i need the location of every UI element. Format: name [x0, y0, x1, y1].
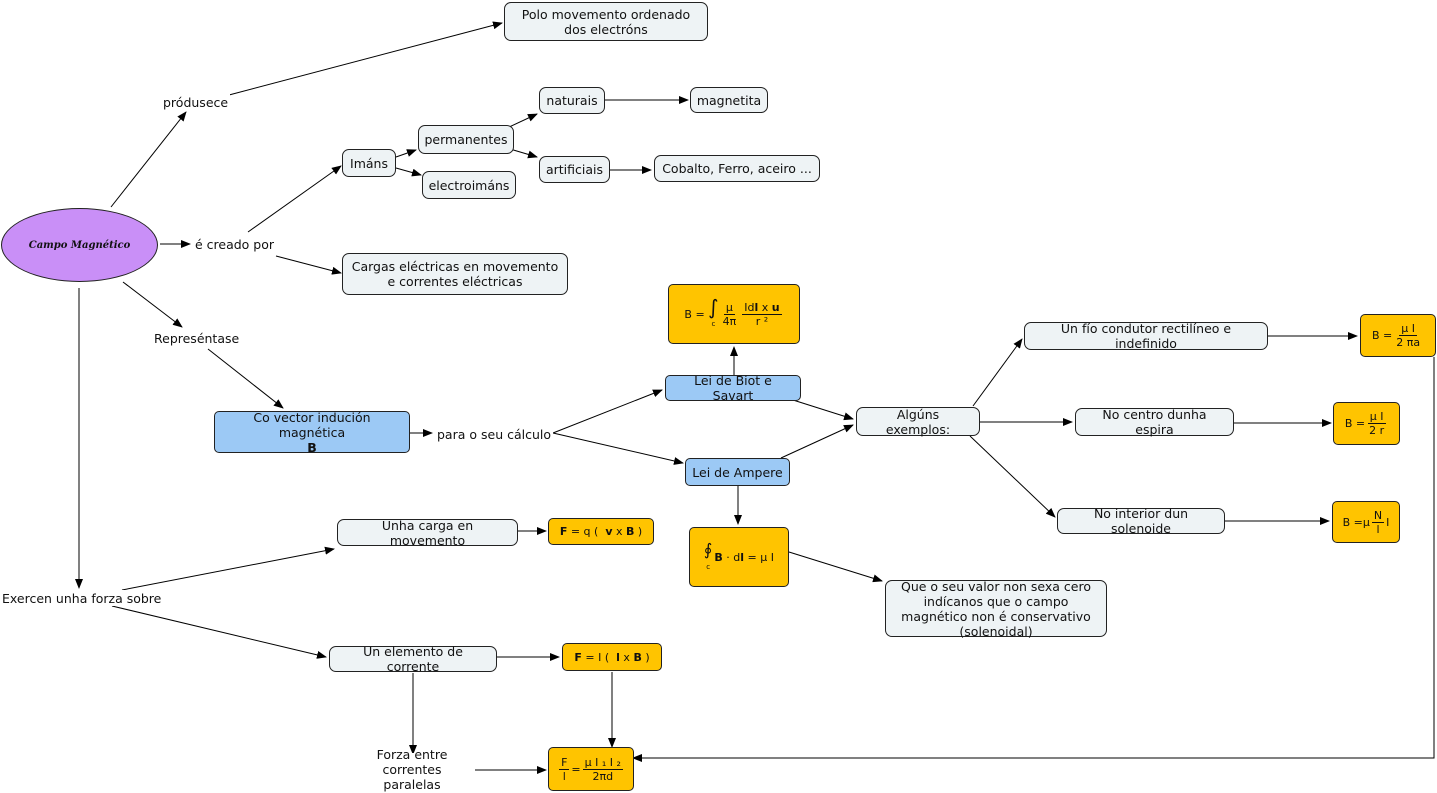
loop-lhs: B = [1344, 417, 1366, 430]
link-label-representase: Represéntase [152, 330, 242, 346]
wire-num: μ I [1399, 322, 1417, 336]
node-naturais[interactable]: naturais [539, 87, 605, 114]
biot-f2-d: u [771, 300, 780, 314]
solenoid-den: l [1376, 522, 1380, 536]
element-x: x [619, 650, 634, 664]
formula-solenoide[interactable]: B =μ N l I [1332, 501, 1400, 543]
formula-lorentz-expr: F = q ( v x B ) [560, 524, 642, 539]
vector-symbol: B [307, 439, 317, 455]
integral-sub: c [711, 319, 716, 328]
link-label-e-creado-por: é creado por [193, 236, 277, 252]
formula-solenoid-expr: B =μ N l I [1343, 509, 1390, 536]
parallel-num: μ I ₁ I ₂ [582, 755, 623, 770]
lorentz-end: ) [634, 525, 643, 538]
loop-den: 2 r [1369, 424, 1385, 437]
element-mid: = I ( [581, 650, 617, 664]
element-l: l [616, 650, 620, 664]
ampere-mid: · d [722, 550, 741, 564]
node-non-conservativo[interactable]: Que o seu valor non sexa cero indícanos … [885, 579, 1107, 639]
ampere-rhs: = μ I [744, 550, 774, 564]
node-permanentes[interactable]: permanentes [418, 125, 514, 154]
node-centro-espira[interactable]: No centro dunha espira [1075, 407, 1234, 437]
loop-num: μ I [1367, 410, 1386, 424]
node-polo-movemento[interactable]: Polo movemento ordenado dos electróns [504, 2, 708, 41]
biot-f2-b: l [754, 300, 759, 314]
solenoid-rhs: I [1386, 515, 1390, 529]
formula-centro-espira[interactable]: B = μ I 2 r [1333, 402, 1400, 445]
biot-fraction-2: Idl x u r ² [742, 300, 782, 328]
node-electroimans[interactable]: electroimáns [422, 171, 516, 199]
biot-f1-num: μ [723, 300, 735, 315]
parallel-lhs-fraction: F l [559, 755, 570, 783]
node-vector-inducion[interactable]: Co vector indución magnética B [214, 409, 410, 455]
lorentz-f: F [559, 525, 568, 538]
link-label-forza-correntes-paralelas: Forza entre correntes paralelas [351, 747, 473, 792]
parallel-lnum: F [559, 755, 570, 770]
root-node-campo-magnetico[interactable]: Campo Magnético [1, 208, 158, 282]
node-lei-ampere[interactable]: Lei de Ampere [685, 458, 790, 486]
loop-fraction: μ I 2 r [1367, 410, 1386, 437]
biot-lhs: B = [684, 307, 705, 321]
ampere-b: B [714, 550, 723, 564]
node-cobalto-ferro[interactable]: Cobalto, Ferro, aceiro ... [654, 155, 820, 182]
element-f: F [574, 650, 582, 664]
lorentz-mid: = q ( [567, 525, 606, 538]
solenoid-lhs: B =μ [1342, 515, 1370, 529]
element-b: B [633, 650, 642, 664]
link-label-para-o-seu-calculo: para o seu cálculo [435, 426, 554, 442]
node-imans[interactable]: Imáns [342, 149, 396, 177]
parallel-rhs-fraction: μ I ₁ I ₂ 2πd [582, 755, 623, 783]
biot-f2-den: r ² [755, 314, 769, 328]
vector-label: Co vector indución magnética [253, 409, 371, 440]
node-algunos-exemplos[interactable]: Algúns exemplos: [856, 407, 980, 437]
formula-loop-expr: B = μ I 2 r [1345, 410, 1388, 437]
parallel-den: 2πd [592, 769, 614, 783]
node-interior-solenoide[interactable]: No interior dun solenoide [1057, 506, 1225, 536]
ampere-l: l [740, 550, 745, 564]
biot-f2-c: x [758, 300, 772, 314]
formula-biot-savart-expr: B = ∫ c μ 4π Idl x u r ² [684, 297, 783, 332]
node-artificiais[interactable]: artificiais [539, 156, 610, 183]
contour-integral-symbol: ∮ [704, 539, 713, 559]
node-elemento-corrente[interactable]: Un elemento de corrente [329, 644, 497, 674]
formula-lorentz[interactable]: F = q ( v x B ) [548, 518, 654, 545]
node-fio-condutor[interactable]: Un fío condutor rectilíneo e indefinido [1024, 321, 1268, 351]
solenoid-fraction: N l [1371, 508, 1385, 536]
formula-biot-savart[interactable]: B = ∫ c μ 4π Idl x u r ² [668, 284, 800, 344]
parallel-eq: = [571, 762, 581, 776]
formula-fio-condutor[interactable]: B = μ I 2 πa [1360, 314, 1436, 357]
lorentz-b: B [626, 525, 635, 538]
link-label-exercen-forza: Exercen unha forza sobre [0, 590, 164, 606]
formula-parallel-expr: F l = μ I ₁ I ₂ 2πd [557, 756, 625, 783]
link-label-produsece: pródusece [161, 94, 231, 110]
biot-f2-a: Id [744, 300, 755, 314]
lorentz-x: x [612, 525, 626, 538]
biot-fraction-1: μ 4π [721, 301, 739, 328]
element-end: ) [641, 650, 650, 664]
formula-elemento-corrente[interactable]: F = I ( l x B ) [562, 643, 662, 671]
formula-wire-expr: B = μ I 2 πa [1372, 322, 1424, 349]
node-magnetita[interactable]: magnetita [690, 87, 768, 113]
formula-correntes-paralelas[interactable]: F l = μ I ₁ I ₂ 2πd [548, 747, 634, 791]
node-cargas-electricas[interactable]: Cargas eléctricas en movemento e corrent… [342, 253, 568, 295]
wire-lhs: B = [1371, 329, 1393, 342]
node-lei-biot-savart[interactable]: Lei de Biot e Savart [665, 373, 801, 403]
wire-den: 2 πa [1396, 336, 1421, 349]
lorentz-v: v [605, 525, 613, 538]
biot-f1-den: 4π [722, 314, 737, 328]
formula-ampere[interactable]: ∮ c B · d l = μ I [689, 527, 789, 587]
contour-sub: c [706, 562, 711, 571]
solenoid-num: N [1371, 508, 1385, 523]
node-carga-movemento[interactable]: Unha carga en movemento [337, 518, 518, 548]
formula-element-expr: F = I ( l x B ) [574, 650, 649, 665]
wire-fraction: μ I 2 πa [1394, 322, 1422, 349]
formula-ampere-expr: ∮ c B · d l = μ I [704, 540, 774, 575]
parallel-lden: l [562, 769, 566, 783]
integral-symbol: ∫ [708, 294, 719, 319]
